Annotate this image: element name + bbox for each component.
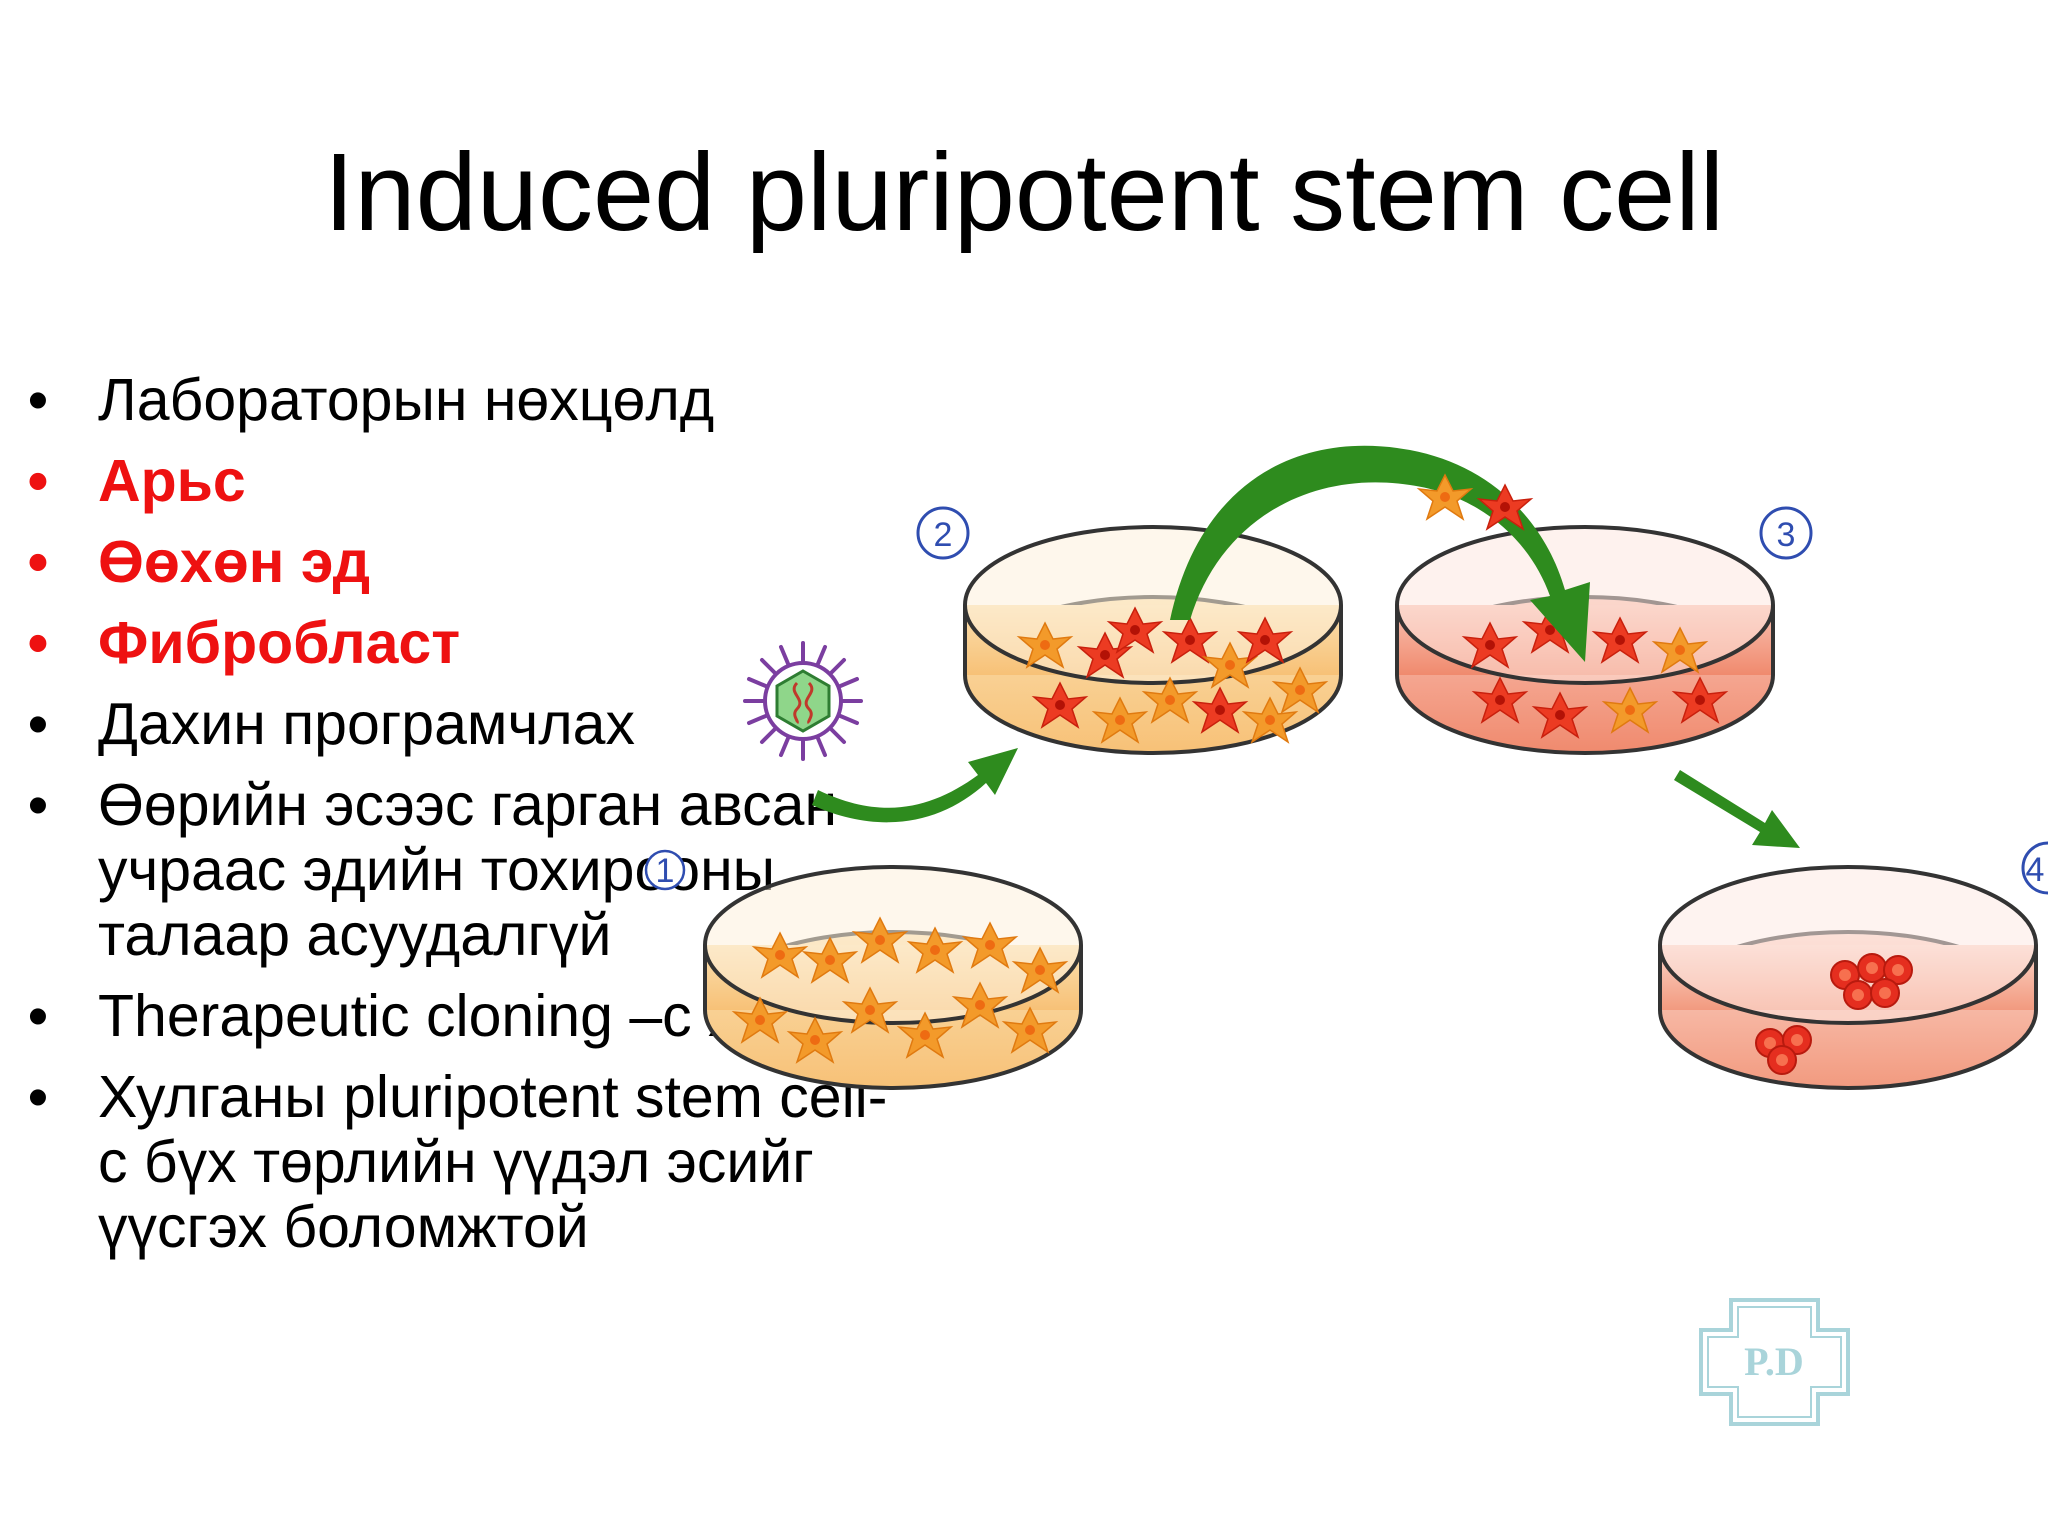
bullet-text: Фибробласт [98, 610, 461, 676]
bullet-item: • Өөхөн эд [18, 530, 898, 595]
bullet-dot: • [27, 772, 49, 838]
virus-icon [743, 641, 863, 761]
petri-dish-icon [1658, 865, 2038, 1090]
step-1-number: 1 [644, 849, 686, 891]
bullet-dot: • [27, 367, 49, 433]
bullet-text: Лабораторын нөхцөлд [98, 367, 715, 433]
bullet-dot: • [27, 1064, 49, 1130]
bullet-item: • Лабораторын нөхцөлд [18, 368, 898, 433]
petri-dish-icon [703, 865, 1083, 1090]
svg-text:4: 4 [2026, 851, 2045, 889]
arrow-icon [1674, 770, 1800, 848]
bullet-dot: • [27, 529, 49, 595]
svg-text:2: 2 [934, 516, 953, 554]
bullet-item: • Фибробласт [18, 611, 898, 676]
bullet-dot: • [27, 610, 49, 676]
svg-text:3: 3 [1777, 516, 1796, 554]
svg-text:P.D: P.D [1744, 1339, 1804, 1384]
svg-text:1: 1 [656, 852, 675, 890]
pd-watermark: P.D [1699, 1298, 1850, 1426]
bullet-item: • Арьс [18, 449, 898, 514]
slide-title: Induced pluripotent stem cell [323, 131, 1725, 254]
bullet-text: Арьс [98, 448, 246, 514]
step-2-number: 2 [916, 506, 970, 560]
arrow-icon [812, 748, 1018, 823]
bullet-text: Хулганы pluripotent stem cell-с бүх төрл… [98, 1064, 888, 1260]
step-3-number: 3 [1759, 506, 1813, 560]
petri-dish-icon [963, 525, 1343, 755]
bullet-dot: • [27, 983, 49, 1049]
bullet-text: Өөхөн эд [98, 529, 371, 595]
bullet-item: • Дахин програмчлах [18, 692, 898, 757]
bullet-dot: • [27, 691, 49, 757]
bullet-text: Дахин програмчлах [98, 691, 635, 757]
step-4-number: 4 [2021, 841, 2048, 895]
bullet-dot: • [27, 448, 49, 514]
bullet-item: • Хулганы pluripotent stem cell-с бүх төр… [18, 1065, 898, 1260]
